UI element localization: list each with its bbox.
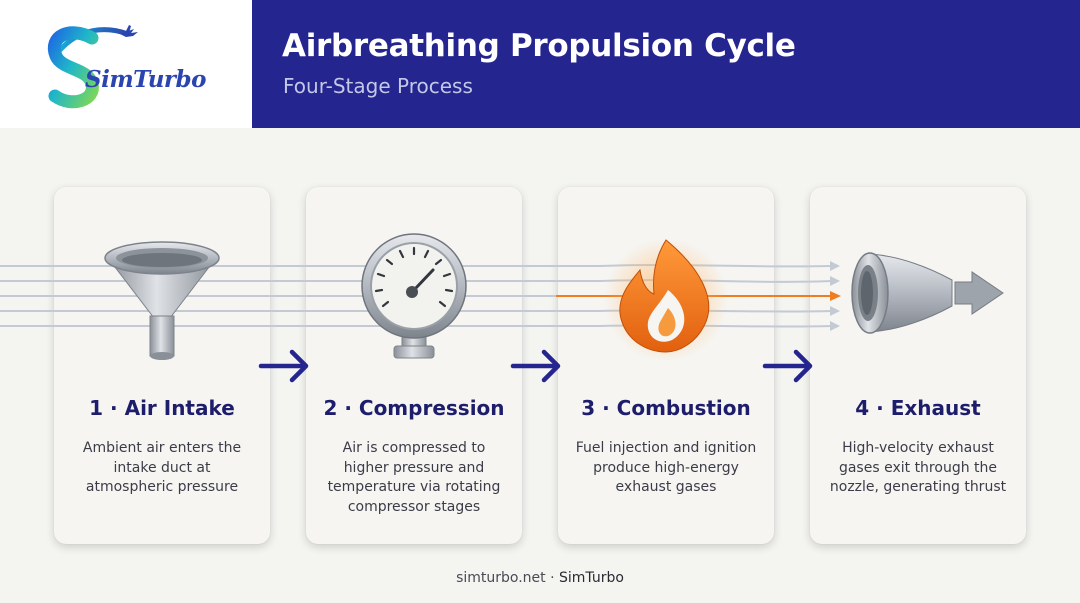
arrow-right-icon: [258, 349, 309, 383]
stage-description: Air is compressed to higher pressure and…: [327, 440, 501, 515]
stage-title: 4 · Exhaust: [855, 396, 981, 420]
arrow-right-icon: [510, 349, 561, 383]
hot-gas-arrowhead: [830, 291, 841, 301]
stage-card-combustion: 3 · Combustion Fuel injection and igniti…: [558, 187, 774, 544]
logo: SimTurbo: [0, 0, 252, 128]
stage-card-compression: 2 · Compression Air is compressed to hig…: [306, 187, 522, 544]
stage-title: 2 · Compression: [323, 396, 505, 420]
page-title: Airbreathing Propulsion Cycle: [282, 28, 796, 64]
funnel-intake-icon: [104, 241, 220, 360]
stage-description: High-velocity exhaust gases exit through…: [829, 440, 1007, 495]
pressure-gauge-icon: [361, 233, 467, 359]
stage-description: Ambient air enters the intake duct at at…: [82, 440, 242, 495]
arrow-right-icon: [762, 349, 813, 383]
nozzle-icon: [851, 252, 1004, 334]
stage-title: 1 · Air Intake: [89, 396, 235, 420]
stage-card-exhaust: 4 · Exhaust High-velocity exhaust gases …: [810, 187, 1026, 544]
logo-brand-text: SimTurbo: [85, 66, 206, 93]
header-banner: Airbreathing Propulsion Cycle Four-Stage…: [252, 0, 1080, 128]
footer-site-link[interactable]: simturbo.net: [456, 570, 546, 586]
footer-brand: SimTurbo: [559, 570, 624, 586]
stage-description: Fuel injection and ignition produce high…: [575, 440, 757, 495]
plane-swoosh-logo-icon: [47, 25, 138, 109]
footer: simturbo.net · SimTurbo: [0, 570, 1080, 586]
footer-separator: ·: [545, 570, 559, 586]
transition-arrows: [258, 349, 813, 383]
stage-title: 3 · Combustion: [581, 396, 751, 420]
page-subtitle: Four-Stage Process: [283, 74, 473, 98]
flame-icon: [604, 238, 728, 362]
streamline-arrowheads: [830, 261, 840, 331]
